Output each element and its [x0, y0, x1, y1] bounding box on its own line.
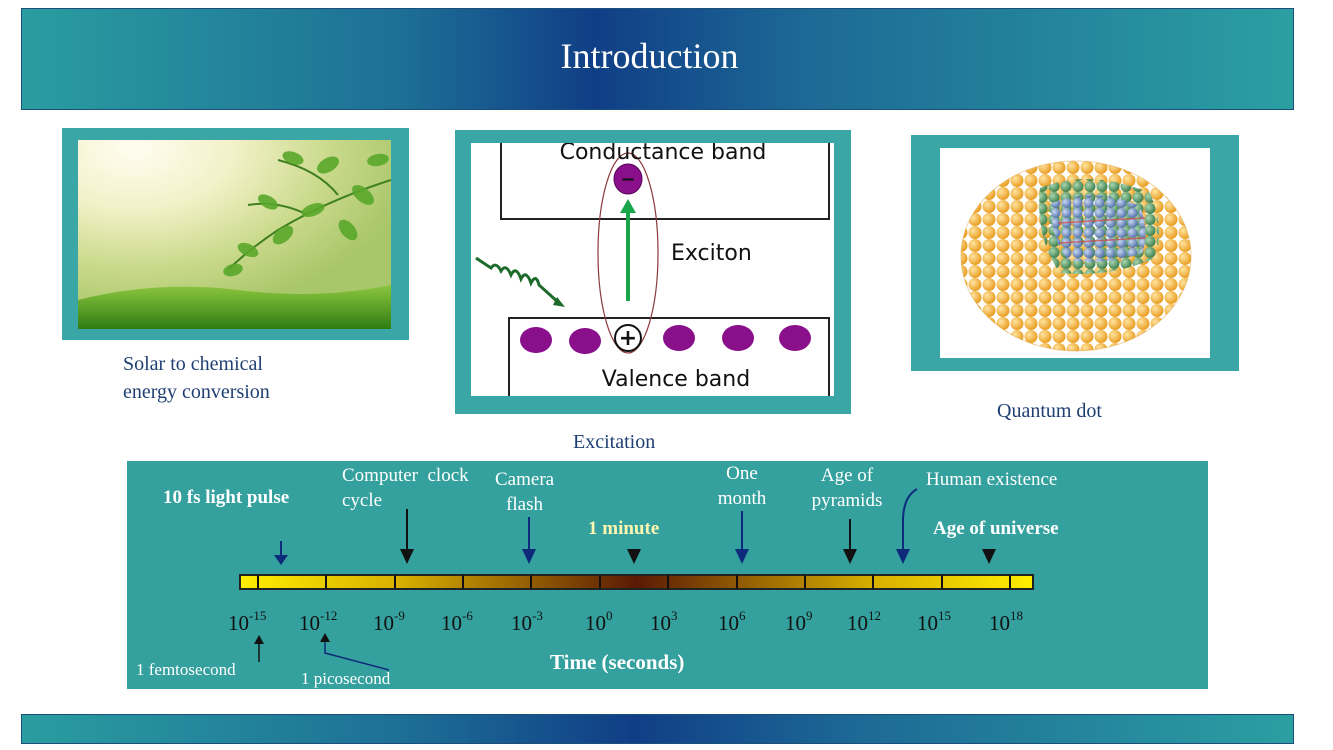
clock-cycle-label-line1: Computer clock — [342, 465, 469, 486]
plus-sign: + — [619, 326, 637, 351]
solar-caption: Solar to chemical energy conversion — [123, 350, 270, 406]
camera-flash-label-line1: Camera — [495, 469, 555, 490]
tick-label: 1018 — [989, 608, 1023, 635]
solar-caption-line1: Solar to chemical — [123, 353, 263, 375]
pyramids-label: Age of pyramids — [805, 463, 889, 513]
valence-electron — [569, 328, 601, 354]
camera-flash-arrow — [522, 549, 536, 564]
timescale-panel: 10 fs light pulse Computer clock cycle C… — [127, 461, 1208, 689]
excitation-arrowhead — [620, 199, 636, 213]
conductance-band-label: Conductance band — [560, 143, 767, 165]
electron — [613, 163, 643, 195]
timescale-bar — [239, 574, 1034, 590]
photon-arrowhead — [553, 297, 565, 307]
universe-arrow — [982, 549, 996, 564]
valence-electron — [722, 325, 754, 351]
quantum-dot-caption: Quantum dot — [997, 400, 1102, 422]
one-month-label: One month — [713, 461, 771, 511]
minus-sign: − — [620, 169, 635, 190]
valence-electron — [663, 325, 695, 351]
leaves-grass-image — [78, 140, 391, 329]
valence-electron — [520, 327, 552, 353]
tick-label: 10-15 — [228, 608, 267, 635]
event-arrows — [254, 488, 996, 671]
light-pulse-arrow — [274, 555, 288, 565]
excitation-panel-frame: Conductance band Exciton Valence band − … — [455, 130, 851, 414]
one-month-label-line1: One — [726, 463, 758, 484]
valence-electron — [779, 325, 811, 351]
tick-label: 100 — [585, 608, 613, 635]
tick-label: 109 — [785, 608, 813, 635]
exciton-label: Exciton — [671, 241, 752, 266]
femtosecond-arrow — [254, 635, 264, 644]
tick-label: 10-6 — [441, 608, 473, 635]
pyramids-label-line1: Age of — [820, 465, 874, 486]
axis-title: Time (seconds) — [550, 650, 685, 674]
camera-flash-label-line2: flash — [506, 494, 543, 515]
tick-label: 103 — [650, 608, 678, 635]
quantum-dot-core — [1051, 195, 1146, 262]
human-existence-arrow — [896, 549, 910, 564]
picosecond-arrow — [320, 633, 330, 642]
clock-cycle-arrow — [400, 549, 414, 564]
slide-title: Introduction — [560, 36, 739, 76]
conductance-band-box — [500, 143, 830, 220]
picosecond-label: 1 picosecond — [301, 669, 391, 688]
solar-panel-frame — [62, 128, 409, 340]
one-month-arrow — [735, 549, 749, 564]
one-minute-label: 1 minute — [588, 518, 660, 539]
exciton-ellipse — [597, 152, 659, 354]
tick-label: 10-12 — [299, 608, 338, 635]
valence-band-label: Valence band — [602, 367, 750, 392]
footer-bar — [21, 714, 1294, 744]
tick-label: 106 — [718, 608, 746, 635]
title-bar: Introduction — [21, 8, 1294, 110]
excitation-caption: Excitation — [573, 431, 656, 453]
one-month-label-line2: month — [717, 488, 767, 509]
pyramids-arrow — [843, 549, 857, 564]
photon-wave — [475, 256, 561, 305]
quantum-dot-panel-frame — [911, 135, 1239, 371]
quantum-dot-svg — [960, 160, 1192, 352]
age-of-universe-label: Age of universe — [933, 518, 1059, 539]
pyramids-label-line2: pyramids — [811, 490, 883, 511]
camera-flash-label: Camera flash — [495, 467, 554, 517]
tick-label: 10-9 — [373, 608, 405, 635]
band-diagram-svg: Conductance band Exciton Valence band − … — [475, 143, 830, 396]
tick-label: 1012 — [847, 608, 881, 635]
tick-marks — [257, 575, 1011, 589]
quantum-dot-image — [940, 148, 1210, 358]
human-existence-label: Human existence — [926, 469, 1058, 490]
excitation-diagram: Conductance band Exciton Valence band − … — [471, 143, 834, 396]
hole — [614, 324, 642, 352]
tick-label: 1015 — [917, 608, 951, 635]
solar-photo — [78, 140, 391, 329]
light-pulse-label: 10 fs light pulse — [163, 487, 290, 508]
solar-caption-line2: energy conversion — [123, 381, 270, 403]
valence-band-box — [508, 317, 830, 396]
minute-arrow — [627, 549, 641, 564]
femtosecond-label: 1 femtosecond — [136, 660, 236, 679]
tick-label: 10-3 — [511, 608, 543, 635]
clock-cycle-label-line2: cycle — [342, 490, 383, 511]
clock-cycle-label: Computer clock cycle — [342, 463, 469, 513]
timescale-svg — [239, 488, 1034, 671]
